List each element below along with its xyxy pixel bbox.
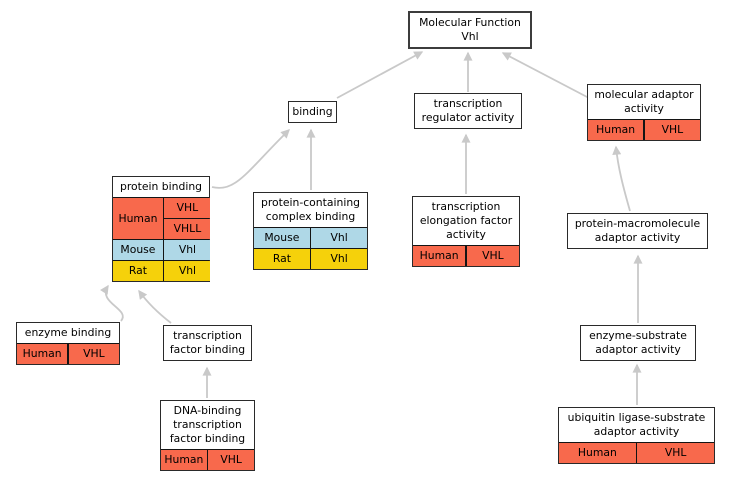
species-cell: Mouse — [113, 240, 163, 260]
gene-cell: VHL — [637, 443, 714, 463]
edge-protein-binding-to-binding — [211, 129, 290, 189]
node-label: transcription elongation factor activity — [419, 200, 513, 241]
edge-protein-macromolecule-to-molecular-adaptor — [612, 145, 631, 212]
species-cell: Human — [588, 120, 644, 140]
node-label: enzyme-substrate adaptor activity — [589, 329, 687, 356]
node-label: protein-macromolecule adaptor activity — [574, 217, 701, 244]
species-cell: Mouse — [254, 228, 310, 248]
gene-cell: VHLL — [164, 219, 211, 239]
node-label: Molecular Function Vhl — [419, 16, 521, 43]
species-cell: Human — [413, 246, 466, 266]
node-label: DNA-binding transcription factor binding — [169, 404, 246, 445]
node-molecular-function[interactable]: Molecular Function Vhl — [408, 11, 532, 49]
node-binding[interactable]: binding — [288, 101, 337, 123]
node-label: protein-containing complex binding — [260, 196, 361, 223]
node-protein-binding[interactable]: protein binding Human VHL VHLL Mouse Vhl… — [112, 176, 211, 282]
gene-cell: Vhl — [164, 261, 211, 281]
node-transcription-factor-binding[interactable]: transcription factor binding — [163, 325, 252, 361]
node-protein-macromolecule-adaptor-activity[interactable]: protein-macromolecule adaptor activity — [567, 213, 708, 249]
node-transcription-regulator-activity[interactable]: transcription regulator activity — [414, 93, 522, 129]
node-label: molecular adaptor activity — [594, 88, 694, 115]
species-cell: Rat — [254, 249, 310, 269]
node-protein-containing-complex-binding[interactable]: protein-containing complex binding Mouse… — [253, 192, 368, 270]
node-enzyme-substrate-adaptor-activity[interactable]: enzyme-substrate adaptor activity — [580, 325, 696, 361]
species-cell: Human — [113, 198, 163, 239]
node-enzyme-binding[interactable]: enzyme binding Human VHL — [16, 322, 120, 365]
node-label: enzyme binding — [24, 326, 112, 339]
edge-transcription-factor-binding-to-protein-binding — [138, 289, 172, 324]
species-cell: Human — [17, 344, 68, 364]
node-dna-binding-transcription-factor-binding[interactable]: DNA-binding transcription factor binding… — [160, 400, 255, 471]
gene-cell: VHL — [164, 198, 211, 218]
node-label: ubiquitin ligase-substrate adaptor activ… — [567, 411, 706, 438]
node-ubiquitin-ligase-substrate-adaptor-activity[interactable]: ubiquitin ligase-substrate adaptor activ… — [558, 407, 715, 464]
species-cell: Human — [559, 443, 636, 463]
gene-cell: VHL — [466, 246, 519, 266]
species-cell: Human — [161, 450, 207, 470]
edge-molecular-adaptor-to-molecular-function — [501, 52, 590, 99]
gene-cell: VHL — [644, 120, 700, 140]
node-transcription-elongation-factor-activity[interactable]: transcription elongation factor activity… — [412, 196, 520, 267]
species-cell: Rat — [113, 261, 163, 281]
node-label: transcription regulator activity — [421, 97, 515, 124]
node-label: transcription factor binding — [169, 329, 246, 356]
node-label: protein binding — [119, 180, 203, 193]
gene-cell: Vhl — [164, 240, 211, 260]
edge-enzyme-binding-to-protein-binding — [100, 284, 124, 322]
edge-binding-to-molecular-function — [336, 51, 424, 99]
gene-cell: Vhl — [311, 228, 367, 248]
node-label: binding — [292, 105, 333, 118]
gene-cell: VHL — [208, 450, 254, 470]
gene-cell: Vhl — [311, 249, 367, 269]
node-molecular-adaptor-activity[interactable]: molecular adaptor activity Human VHL — [587, 84, 701, 141]
gene-cell: VHL — [68, 344, 119, 364]
